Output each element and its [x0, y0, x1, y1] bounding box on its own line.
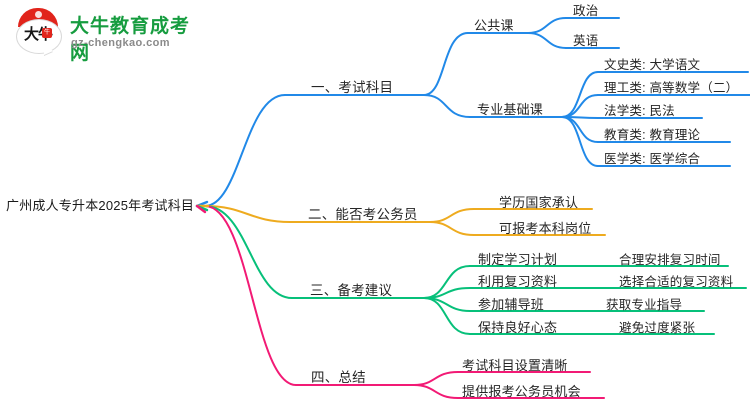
hub-spoke-blue	[195, 200, 209, 208]
leaf-jiaoyulei[interactable]: 教育类: 教育理论	[604, 128, 701, 142]
branch-node-3[interactable]: 三、备考建议	[310, 283, 393, 298]
wire-b2-to-c2	[429, 221, 475, 236]
hub-spoke-pink	[195, 204, 207, 214]
logo-circle-shape	[16, 19, 62, 54]
wire-c2-to-e4	[561, 116, 599, 143]
logo-bubble-icon: 大牛 牛	[14, 8, 62, 55]
branch3-child-ziliao[interactable]: 利用复习资料	[478, 274, 558, 289]
leaf-ligonglei[interactable]: 理工类: 高等数学（二）	[604, 81, 739, 95]
leaf-yingyu[interactable]: 英语	[573, 34, 599, 48]
leaf-xuanze-ziliao[interactable]: 选择合适的复习资料	[619, 275, 734, 289]
branch1-child-gongkongke[interactable]: 公共课	[474, 18, 514, 33]
branch3-child-xintai[interactable]: 保持良好心态	[478, 320, 558, 335]
wire-root-to-b1	[204, 94, 286, 207]
branch4-child-jihui[interactable]: 提供报考公务员机会	[462, 384, 581, 399]
leaf-yixuelei[interactable]: 医学类: 医学综合	[604, 152, 701, 166]
site-logo: 大牛 牛 大牛教育成考网 gz-chengkao.com	[14, 6, 199, 64]
leaf-zhengzhi[interactable]: 政治	[573, 4, 599, 18]
wire-b1-to-c2	[423, 94, 471, 118]
leaf-faxuelei[interactable]: 法学类: 民法	[604, 104, 675, 118]
branch3-child-jihua[interactable]: 制定学习计划	[478, 252, 558, 267]
branch2-child-gangwei[interactable]: 可报考本科岗位	[499, 221, 592, 236]
wire-c1-to-d2	[527, 32, 567, 49]
logo-tail-shape	[44, 44, 53, 55]
branch-node-4[interactable]: 四、总结	[311, 370, 366, 385]
branch-node-1[interactable]: 一、考试科目	[311, 80, 394, 95]
wire-c2-to-e3	[561, 116, 599, 119]
logo-seal-text: 牛	[42, 28, 52, 38]
leaf-wenshilei[interactable]: 文史类: 大学语文	[604, 58, 701, 72]
wire-c1-to-d1	[527, 17, 567, 34]
logo-brand-url: gz-chengkao.com	[71, 37, 170, 49]
root-node[interactable]: 广州成人专升本2025年考试科目	[6, 198, 195, 213]
wire-c2-to-e5	[561, 116, 599, 167]
wire-root-to-b2	[204, 205, 291, 223]
branch2-child-xueli[interactable]: 学历国家承认	[499, 195, 579, 210]
wire-b3-to-c3	[423, 297, 471, 312]
branch4-child-qingxi[interactable]: 考试科目设置清晰	[462, 358, 568, 373]
wire-root-to-b3	[204, 205, 293, 299]
wire-b3-to-c1	[423, 265, 471, 299]
branch3-child-fudaoban[interactable]: 参加辅导班	[478, 297, 545, 312]
wire-b1-to-c1	[423, 32, 469, 96]
wire-b4-to-c2	[413, 384, 459, 399]
wire-root-to-b4	[204, 205, 297, 386]
wire-b4-to-c1	[413, 371, 459, 386]
wire-b3-to-c2	[423, 287, 471, 299]
leaf-bimian-jinzhang[interactable]: 避免过度紧张	[619, 321, 696, 335]
wire-c2-to-e1	[561, 71, 599, 118]
branch-node-2[interactable]: 二、能否考公务员	[308, 207, 418, 222]
branch1-child-zhuanyejichuke[interactable]: 专业基础课	[477, 102, 544, 117]
leaf-zhuanye-zhidao[interactable]: 获取专业指导	[606, 298, 683, 312]
wire-b3-to-c4	[423, 297, 471, 335]
logo-brand-name: 大牛教育成考网	[70, 16, 191, 64]
hub-spoke-green	[195, 204, 209, 212]
wire-b2-to-c1	[429, 208, 475, 223]
leaf-anpai-shijian[interactable]: 合理安排复习时间	[619, 253, 721, 267]
wire-c2-to-e2	[561, 94, 599, 118]
